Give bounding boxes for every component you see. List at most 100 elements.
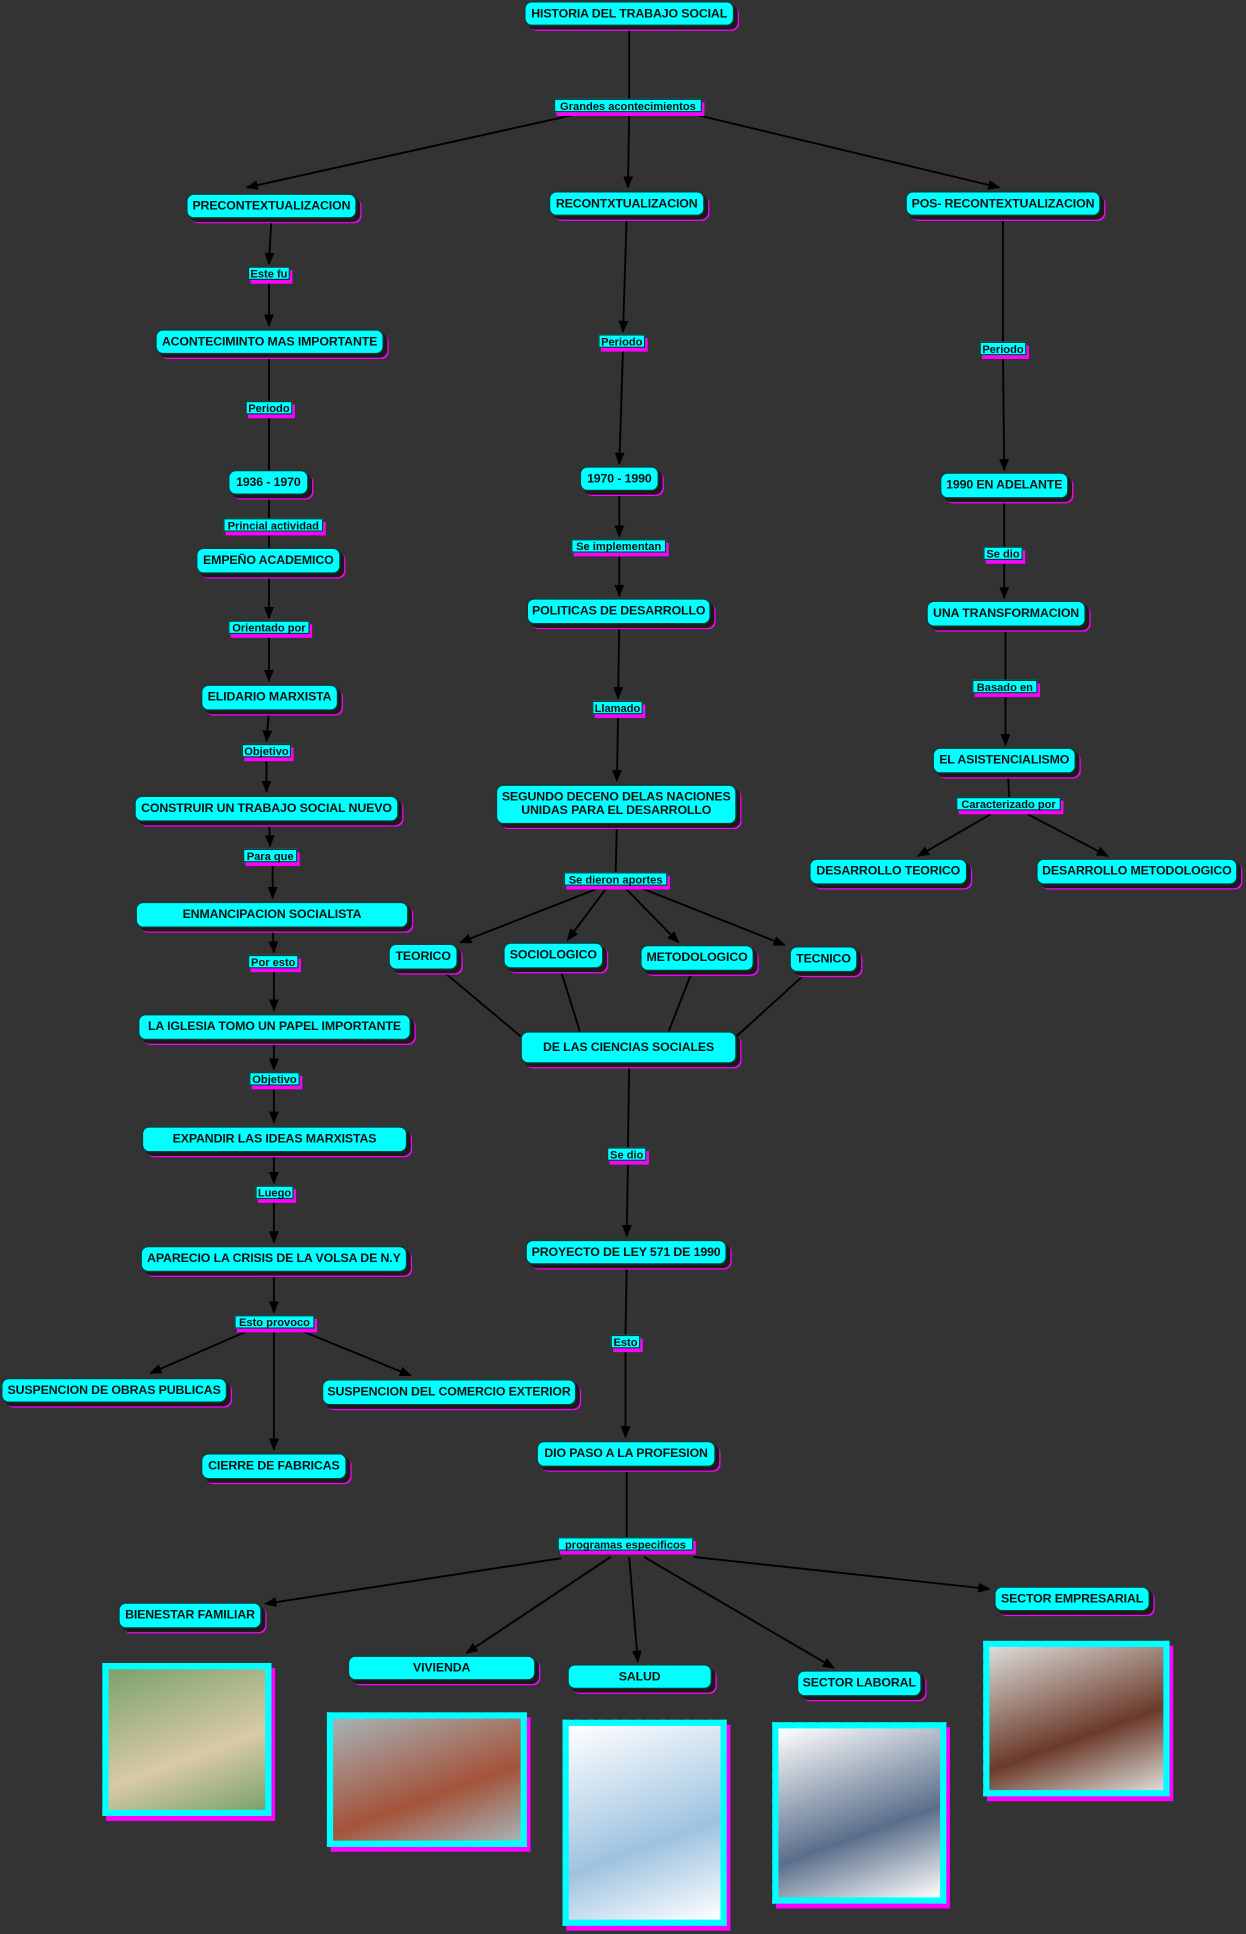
concept-node-socio[interactable]: SOCIOLOGICO <box>503 942 604 969</box>
link-label-basado: Basado en <box>972 679 1038 694</box>
arrow-connector <box>268 927 279 954</box>
photo-image <box>333 1718 521 1841</box>
concept-node-tecnico[interactable]: TECNICO <box>789 946 858 973</box>
link-label-poresto: Por esto <box>247 954 299 969</box>
concept-node-politicas[interactable]: POLITICAS DE DESARROLLO <box>526 598 711 625</box>
arrow-connector <box>618 215 629 334</box>
concept-node-y1970[interactable]: 1970 - 1990 <box>579 466 659 492</box>
concept-node-salud[interactable]: SALUD <box>567 1664 712 1689</box>
line-connector <box>614 824 618 873</box>
concept-node-construir[interactable]: CONSTRUIR UN TRABAJO SOCIAL NUEVO <box>134 795 399 822</box>
arrow-connector <box>999 355 1010 472</box>
photo-image <box>989 1646 1164 1791</box>
arrow-connector <box>643 1556 836 1669</box>
line-connector <box>624 1264 628 1335</box>
concept-node-meto[interactable]: METODOLOGICO <box>640 945 754 971</box>
arrow-connector <box>566 885 609 942</box>
concept-node-expandir[interactable]: EXPANDIR LAS IDEAS MARXISTAS <box>141 1126 408 1153</box>
link-label-sedio1: Se dio <box>606 1147 647 1161</box>
link-label-periodo1: Periodo <box>245 400 293 415</box>
line-connector <box>667 974 692 1032</box>
concept-node-diopaso[interactable]: DIO PASO A LA PROFESION <box>536 1440 716 1467</box>
concept-node-asist[interactable]: EL ASISTENCIALISMO <box>932 747 1076 774</box>
bienestar-familiar-photo <box>102 1663 272 1817</box>
sector-laboral-photo <box>772 1722 947 1904</box>
link-label-paraque: Para que <box>243 848 298 863</box>
concept-node-fabricas[interactable]: CIERRE DE FABRICAS <box>201 1453 347 1480</box>
arrow-connector <box>245 112 581 190</box>
link-label-provoco: Esto provoco <box>234 1315 315 1329</box>
concept-node-elidario[interactable]: ELIDARIO MARXISTA <box>201 684 339 711</box>
arrow-connector <box>635 884 786 946</box>
line-connector <box>735 973 805 1037</box>
concept-node-comercio[interactable]: SUSPENCION DEL COMERCIO EXTERIOR <box>321 1379 577 1406</box>
arrow-connector <box>622 885 680 944</box>
concept-node-y1936[interactable]: 1936 - 1970 <box>228 470 309 495</box>
concept-node-desteo[interactable]: DESARROLLO TEORICO <box>809 858 968 885</box>
concept-node-vivienda[interactable]: VIVIENDA <box>347 1655 536 1681</box>
concept-node-laboral[interactable]: SECTOR LABORAL <box>796 1670 922 1697</box>
concept-node-pre[interactable]: PRECONTEXTUALIZACION <box>186 193 357 219</box>
concept-node-pos[interactable]: POS- RECONTEXTUALIZACION <box>905 191 1101 216</box>
arrow-connector <box>612 714 622 783</box>
link-label-aportes: Se dieron aportes <box>563 872 668 886</box>
arrow-connector <box>295 1327 412 1377</box>
arrow-connector <box>459 884 605 944</box>
map-title[interactable]: HISTORIA DEL TRABAJO SOCIAL <box>524 1 735 26</box>
concept-node-obras[interactable]: SUSPENCION DE OBRAS PUBLICAS <box>1 1378 228 1403</box>
vivienda-photo <box>326 1712 527 1847</box>
arrow-connector <box>262 710 273 743</box>
concept-node-bienestar[interactable]: BIENESTAR FAMILIAR <box>118 1602 262 1629</box>
photo-image <box>778 1728 941 1898</box>
concept-node-y1990[interactable]: 1990 EN ADELANTE <box>940 472 1069 499</box>
arrow-connector <box>623 113 634 189</box>
link-label-esto: Esto <box>610 1334 641 1349</box>
concept-node-iglesia[interactable]: LA IGLESIA TOMO UN PAPEL IMPORTANTE <box>138 1014 411 1041</box>
concept-node-recon[interactable]: RECONTXTUALIZACION <box>548 191 705 216</box>
link-label-grandes: Grandes acontecimientos <box>553 98 702 113</box>
link-label-objetivo1: Objetivo <box>241 743 292 758</box>
concept-node-acon[interactable]: ACONTECIMINTO MAS IMPORTANTE <box>155 329 384 355</box>
arrow-connector <box>690 112 1001 190</box>
link-label-periodo2: Periodo <box>598 334 646 348</box>
salud-photo <box>562 1719 727 1926</box>
arrow-connector <box>149 1327 254 1374</box>
concept-node-empeno[interactable]: EMPEÑO ACADEMICO <box>196 547 341 574</box>
concept-node-ciencias[interactable]: DE LAS CIENCIAS SOCIALES <box>520 1031 737 1064</box>
arrow-connector <box>465 1556 612 1654</box>
link-label-orientado: Orientado por <box>228 620 310 635</box>
arrow-connector <box>264 821 275 848</box>
arrow-connector <box>916 813 992 857</box>
line-connector <box>560 971 581 1032</box>
arrow-connector <box>628 1556 642 1664</box>
concept-node-proyecto[interactable]: PROYECTO DE LEY 571 DE 1990 <box>525 1239 727 1265</box>
concept-node-crisis[interactable]: APARECIO LA CRISIS DE LA VOLSA DE N.Y <box>140 1246 408 1272</box>
link-label-implementan: Se implementan <box>571 539 667 553</box>
link-label-luego: Luego <box>255 1185 294 1200</box>
concept-node-desmet[interactable]: DESARROLLO METODOLOGICO <box>1036 858 1238 885</box>
photo-image <box>108 1669 266 1810</box>
link-label-objetivo2: Objetivo <box>249 1072 300 1086</box>
line-connector <box>443 971 522 1038</box>
arrow-connector <box>693 1556 991 1593</box>
arrow-connector <box>621 1160 632 1238</box>
concept-node-empresarial[interactable]: SECTOR EMPRESARIAL <box>994 1586 1150 1612</box>
arrow-connector <box>614 347 625 466</box>
link-label-princial: Princial actividad <box>223 518 324 532</box>
concept-node-teorico[interactable]: TEORICO <box>388 943 458 970</box>
link-label-programas: programas especificos <box>557 1537 694 1551</box>
link-label-estefu: Este fu <box>247 266 290 281</box>
arrow-connector <box>264 218 275 266</box>
concept-node-segundo[interactable]: SEGUNDO DECENO DELAS NACIONES UNIDAS PAR… <box>495 784 737 825</box>
link-label-sedio2: Se dio <box>983 546 1023 561</box>
link-label-caract: Caracterizado por <box>956 796 1061 811</box>
line-connector <box>1007 773 1011 798</box>
arrow-connector <box>264 1557 562 1607</box>
concept-node-enman[interactable]: ENMANCIPACION SOCIALISTA <box>135 901 409 928</box>
link-label-llamado: Llamado <box>592 700 643 715</box>
concept-node-transf[interactable]: UNA TRANSFORMACION <box>926 600 1086 627</box>
link-label-periodo3: Periodo <box>979 341 1027 356</box>
sector-empresarial-photo <box>983 1640 1170 1797</box>
